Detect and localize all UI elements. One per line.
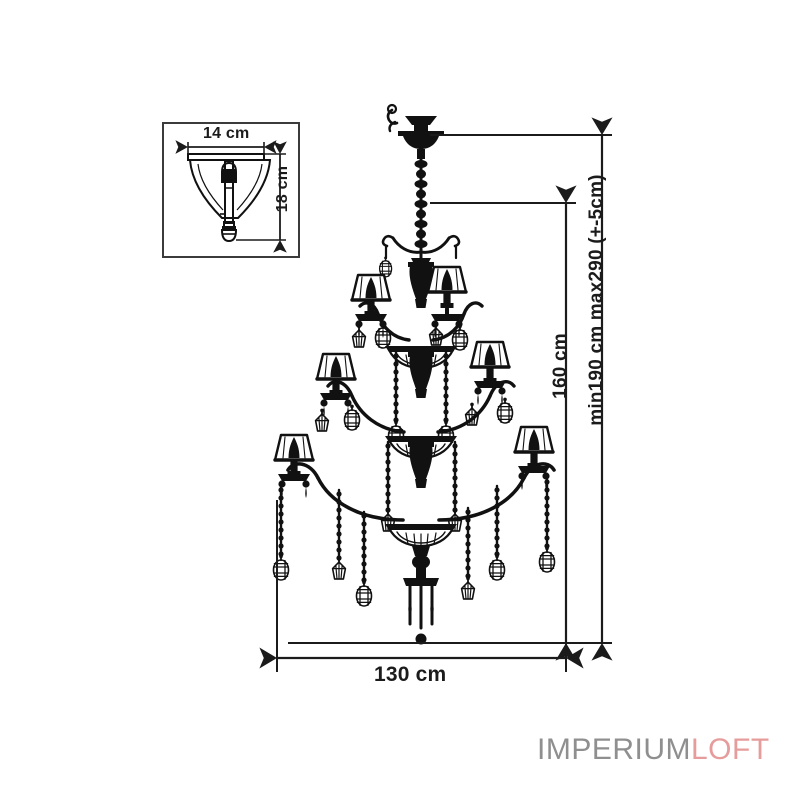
- width-dimension-label: 130 cm: [374, 663, 447, 686]
- brand-logo-primary: IMPERIUM: [537, 733, 691, 766]
- brand-logo: IMPERIUMLOFT: [537, 733, 770, 767]
- tier-3: [272, 425, 556, 607]
- tier-2: [314, 340, 516, 532]
- shade-detail-illustration: [175, 140, 287, 253]
- body-height-dimension-label: 160 cm: [550, 333, 571, 399]
- ceiling-canopy: [386, 103, 444, 159]
- tier-1: [350, 262, 484, 447]
- chandelier-chain: [414, 156, 428, 264]
- total-height-dimension-label: min190 cm max290 (+-5cm): [586, 174, 607, 426]
- shade-width-dimension-label: 14 cm: [203, 125, 250, 142]
- bottom-finial: [403, 546, 439, 645]
- brand-logo-secondary: LOFT: [691, 733, 770, 766]
- shade-height-dimension-label: 18 cm: [274, 165, 291, 213]
